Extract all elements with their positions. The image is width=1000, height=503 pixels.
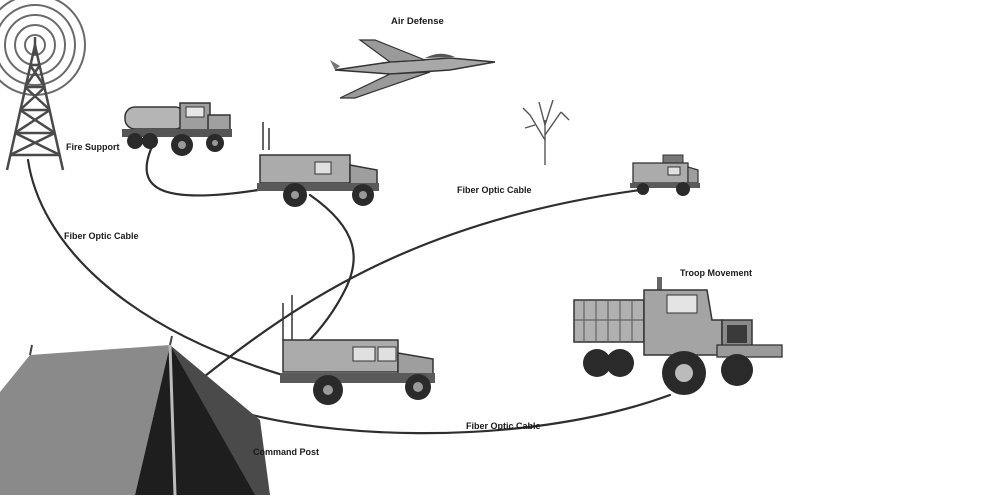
cable-tower-to-command-post <box>26 158 302 382</box>
fuel-truck-icon <box>122 102 232 156</box>
humvee-icon <box>257 122 379 207</box>
air-defense-label: Air Defense <box>391 16 444 27</box>
fiber-optic-cable-label-left: Fiber Optic Cable <box>64 231 139 241</box>
radio-tower-icon <box>0 0 86 171</box>
cable-fuel-truck-to-humvee <box>145 138 260 197</box>
cable-humvee-to-humvee <box>303 193 355 347</box>
cargo-truck-icon <box>573 277 783 395</box>
fiber-optic-cable-label-bottom: Fiber Optic Cable <box>466 421 541 431</box>
humvee-icon <box>630 154 700 196</box>
troop-movement-label: Troop Movement <box>680 268 752 278</box>
humvee-icon <box>280 295 435 405</box>
command-post-label: Command Post <box>253 447 319 457</box>
fiber-optic-cable-label-top: Fiber Optic Cable <box>457 185 532 195</box>
tree-icon <box>522 99 570 165</box>
cable-tent-to-far-humvee <box>198 188 642 382</box>
cable-tent-to-truck <box>203 393 672 435</box>
fighter-jet-icon <box>330 39 496 99</box>
tent-icon <box>0 335 270 496</box>
fire-support-label: Fire Support <box>66 142 120 152</box>
